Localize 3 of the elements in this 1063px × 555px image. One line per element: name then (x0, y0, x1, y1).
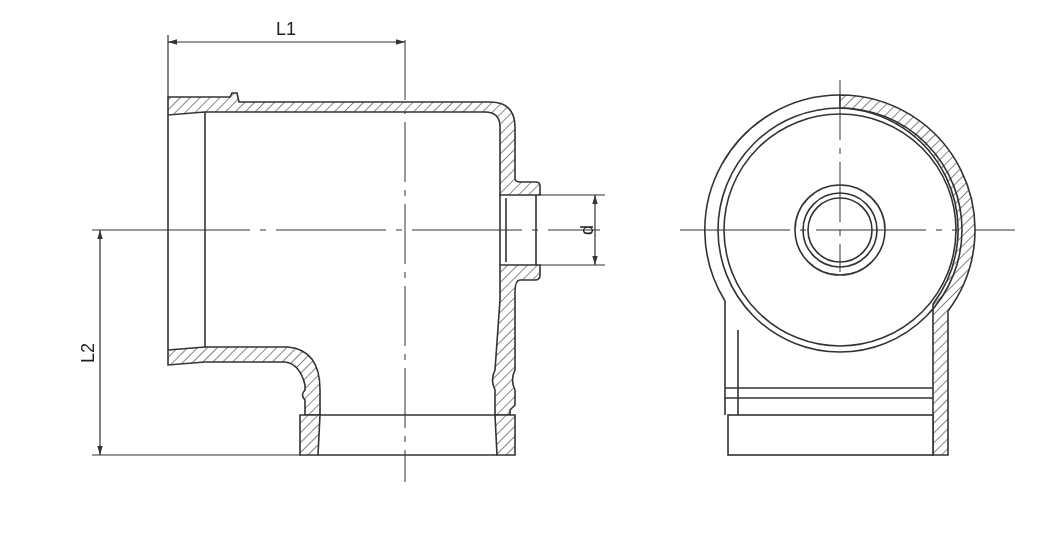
dimension-label: L1 (276, 20, 297, 38)
dimension-label: L2 (79, 343, 97, 363)
dimension-label: d (578, 225, 596, 235)
